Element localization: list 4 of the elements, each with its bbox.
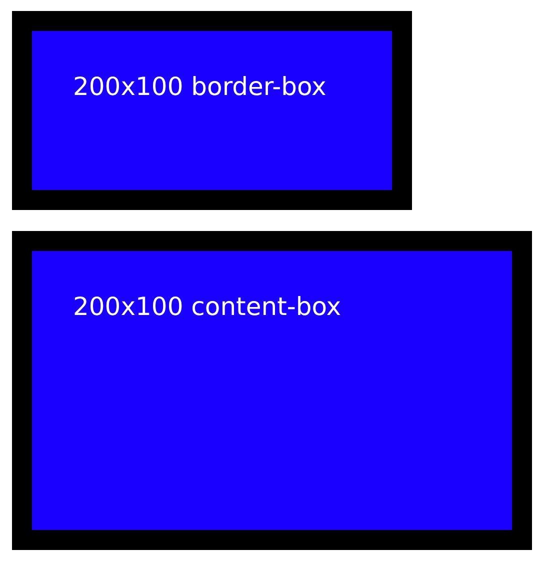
box-label: 200x100 content-box <box>73 292 342 322</box>
bordered-box <box>12 11 412 210</box>
box-label: 200x100 border-box <box>73 72 326 102</box>
bordered-box <box>12 231 532 550</box>
